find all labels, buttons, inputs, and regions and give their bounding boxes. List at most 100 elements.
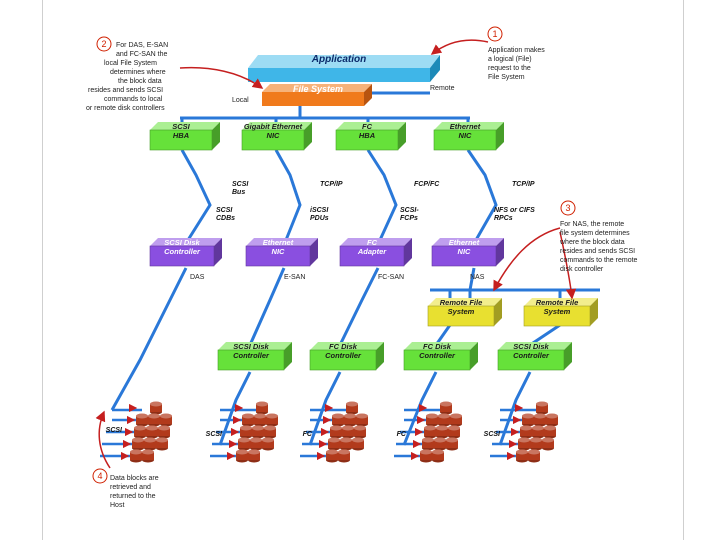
protocol-bottom-sub-2: FCPs — [400, 215, 418, 222]
mid-device-0-label-line2: Controller — [164, 247, 201, 256]
note-1-line: File System — [488, 74, 525, 81]
host-adapter-1-label-line2: NIC — [267, 131, 281, 140]
disk-arrays — [120, 401, 558, 463]
callout-arrows — [95, 39, 577, 469]
svg-text:4: 4 — [97, 471, 102, 481]
disk-controller-2-label-line1: FC Disk — [423, 342, 452, 351]
mid-device-1-label-line1: Ethernet — [263, 238, 294, 247]
note-3-line: commands to the remote — [560, 257, 638, 264]
file-system-label: File System — [293, 84, 343, 94]
remote-label: Remote — [430, 85, 455, 92]
mid-device-tag-1: E-SAN — [284, 274, 305, 281]
disk-stack-2 — [316, 401, 368, 463]
host-adapter-1-label-line1: Gigabit Ethernet — [244, 122, 303, 131]
protocol-bottom-sub-1: PDUs — [310, 215, 329, 222]
host-adapter-2-label-line2: HBA — [359, 131, 375, 140]
note-2-line: or remote disk controllers — [86, 105, 165, 112]
protocol-bottom-sub-0: CDBs — [216, 215, 235, 222]
bus-label-4: SCSI — [484, 431, 501, 438]
bus-label-3: FC — [397, 431, 407, 438]
note-4-line: returned to the — [110, 493, 156, 500]
disk-controller-3-label-line2: Controller — [513, 351, 550, 360]
note-2-line: determines where — [110, 69, 166, 76]
note-2-line: resides and sends SCSI — [88, 87, 163, 94]
disk-stack-1 — [226, 401, 278, 463]
remote-fs-1-label-line2: System — [544, 307, 571, 316]
protocol-bottom-sub-3: RPCs — [494, 215, 513, 222]
mid-device-3-label-line2: NIC — [458, 247, 472, 256]
note-3-line: resides and sends SCSI — [560, 248, 635, 255]
bus-label-1: SCSI — [206, 431, 223, 438]
mid-device-0-label-line1: SCSI Disk — [164, 238, 200, 247]
protocol-top-1: TCP/IP — [320, 181, 343, 188]
remote-fs-0-label-line2: System — [448, 307, 475, 316]
note-1-line: a logical (File) — [488, 56, 532, 63]
protocol-bottom-0: SCSI — [216, 207, 233, 214]
protocol-top-2: FCP/FC — [414, 181, 440, 188]
disk-stack-0 — [120, 401, 172, 463]
application-label: Application — [311, 54, 366, 65]
svg-text:1: 1 — [492, 29, 497, 39]
mid-device-tag-0: DAS — [190, 274, 205, 281]
mid-device-tag-2: FC-SAN — [378, 274, 404, 281]
note-2-line: local File System — [104, 60, 157, 67]
note-1: 1 Application makes a logical (File) req… — [487, 26, 545, 81]
note-1-line: request to the — [488, 65, 531, 72]
note-4: 4 Data blocks are retrieved and returned… — [92, 468, 159, 509]
protocol-bottom-2: SCSI- — [400, 207, 419, 214]
svg-text:3: 3 — [565, 203, 570, 213]
file-system-block: File System — [262, 84, 372, 106]
mid-device-2-label-line1: FC — [367, 238, 378, 247]
protocol-bottom-3: NFS or CIFS — [494, 207, 535, 214]
application-block: Application — [248, 54, 440, 82]
note-2-line: and FC-SAN the — [116, 51, 167, 58]
mid-device-row: SCSI DiskControllerDASEthernetNICE-SANFC… — [149, 238, 504, 281]
protocol-top-0: SCSI — [232, 181, 249, 188]
mid-device-3-label-line1: Ethernet — [449, 238, 480, 247]
host-adapter-0-label-line1: SCSI — [172, 122, 190, 131]
protocol-top-3: TCP/IP — [512, 181, 535, 188]
note-2: 2 For DAS, E-SAN and FC-SAN the local Fi… — [86, 36, 168, 112]
note-3: 3 For NAS, the remote file system determ… — [559, 200, 638, 273]
slide-frame — [42, 0, 684, 540]
note-3-line: For NAS, the remote — [560, 221, 624, 228]
mid-device-2-label-line2: Adapter — [357, 247, 387, 256]
remote-fs-0-label-line1: Remote File — [440, 298, 483, 307]
note-4-line: retrieved and — [110, 484, 151, 491]
bus-label-2: FC — [303, 431, 313, 438]
disk-controller-0-label-line1: SCSI Disk — [233, 342, 269, 351]
host-adapter-2-label-line1: FC — [362, 122, 373, 131]
mid-device-1-label-line2: NIC — [272, 247, 286, 256]
host-adapter-3-label-line1: Ethernet — [450, 122, 481, 131]
note-3-line: where the block data — [559, 239, 625, 246]
local-label: Local — [232, 97, 249, 104]
disk-controller-2-label-line2: Controller — [419, 351, 456, 360]
mid-device-tag-3: NAS — [470, 274, 485, 281]
bus-label-0: SCSI — [106, 427, 123, 434]
protocol-labels: SCSIBusSCSICDBsTCP/IPiSCSIPDUsFCP/FCSCSI… — [216, 181, 535, 222]
note-2-line: the block data — [118, 78, 162, 85]
host-adapter-3-label-line2: NIC — [459, 131, 473, 140]
disk-stack-4 — [506, 401, 558, 463]
protocol-bottom-1: iSCSI — [310, 207, 329, 214]
disk-controller-0-label-line2: Controller — [233, 351, 270, 360]
svg-text:2: 2 — [101, 39, 106, 49]
protocol-top-sub-0: Bus — [232, 189, 245, 196]
disk-controller-1-label-line2: Controller — [325, 351, 362, 360]
